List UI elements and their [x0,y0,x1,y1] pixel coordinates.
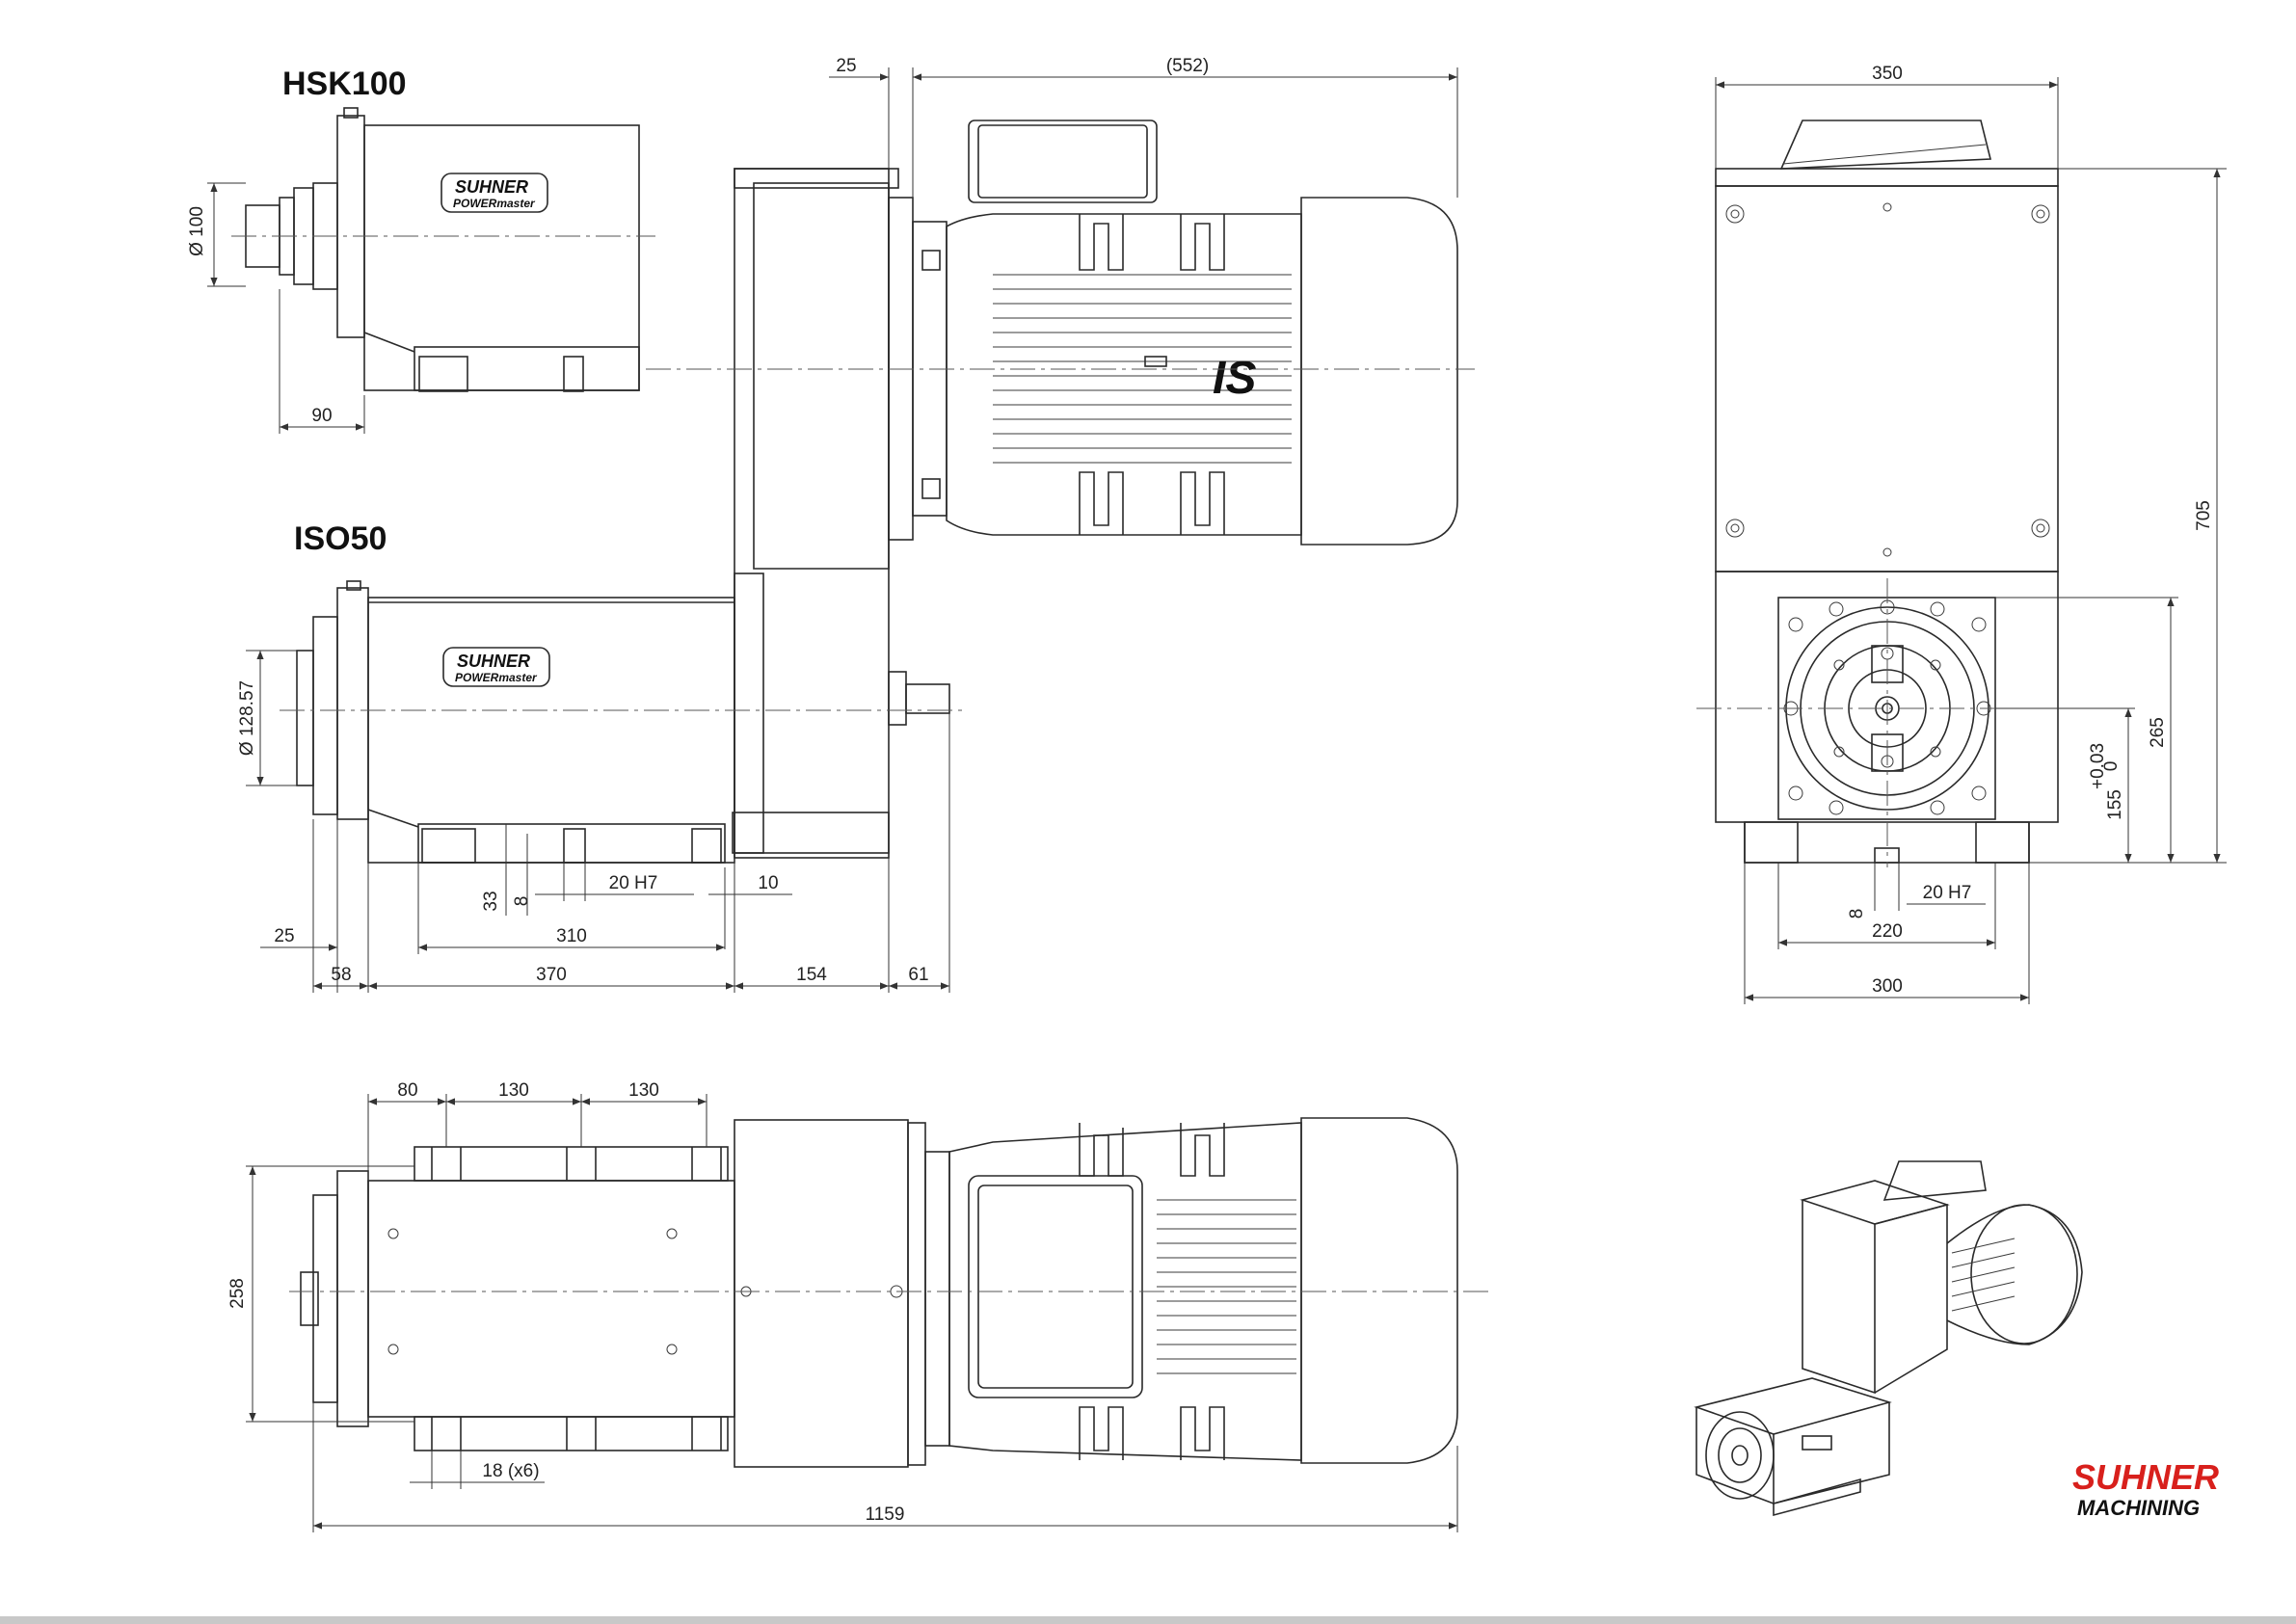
dim-130-a: 130 [498,1080,529,1101]
hsk100-spindle-view: SUHNER POWERmaster Ø 100 90 [187,108,655,434]
dim-350: 350 [1872,64,1903,84]
dim-220: 220 [1872,921,1903,942]
dim-8-front: 8 [1847,909,1867,919]
dim-18x6: 18 (x6) [482,1461,539,1481]
dim-552: (552) [1166,56,1209,76]
dim-300: 300 [1872,976,1903,997]
dim-hsk-diameter: Ø 100 [187,206,207,256]
front-view: 350 705 265 155 +0.03 0 20 H7 8 220 300 [1696,64,2227,1004]
svg-text:POWERmaster: POWERmaster [453,197,536,210]
svg-text:SUHNER: SUHNER [2072,1457,2219,1497]
svg-text:MACHINING: MACHINING [2077,1496,2200,1520]
side-view: SUHNER POWERmaster [237,56,1475,993]
hsk100-title: HSK100 [282,66,407,102]
svg-text:POWERmaster: POWERmaster [455,671,538,684]
isometric-view [1696,1161,2082,1515]
iso50-title: ISO50 [294,520,387,557]
svg-text:SUHNER: SUHNER [457,652,530,671]
iso-suhner-badge: SUHNER POWERmaster [443,648,549,686]
dim-258: 258 [227,1278,248,1309]
motor-mark: IS [1213,353,1256,404]
suhner-machining-logo: SUHNER MACHINING [2072,1457,2219,1520]
dim-265: 265 [2148,717,2168,748]
dim-10: 10 [758,873,778,893]
dim-155: 155 [2105,789,2125,820]
bottom-border [0,1616,2296,1624]
dim-370: 370 [536,965,567,985]
top-view: 80 130 130 258 18 (x6) 1159 [227,1080,1489,1532]
dim-154: 154 [796,965,827,985]
dim-25-side: 25 [274,926,294,946]
hsk-suhner-badge: SUHNER POWERmaster [441,173,547,212]
dim-8: 8 [512,896,532,907]
dim-hsk-length: 90 [311,406,332,426]
dim-80: 80 [397,1080,417,1101]
dim-25-top: 25 [836,56,856,76]
dim-58: 58 [331,965,351,985]
dim-310: 310 [556,926,587,946]
dim-155-tol-lower: 0 [2101,761,2122,772]
dim-1159: 1159 [866,1504,905,1525]
dim-61: 61 [908,965,928,985]
dim-20h7: 20 H7 [609,873,658,893]
dim-705: 705 [2194,500,2214,531]
svg-text:SUHNER: SUHNER [455,177,528,197]
dim-iso-diameter: Ø 128.57 [237,680,257,756]
dim-33: 33 [481,891,501,911]
dim-20h7-front: 20 H7 [1923,883,1972,903]
dim-130-b: 130 [628,1080,659,1101]
